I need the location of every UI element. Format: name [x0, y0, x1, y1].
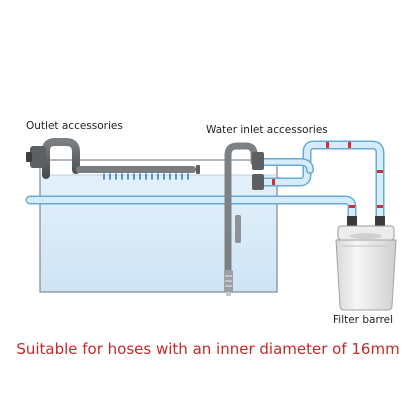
spray-jets [103, 173, 189, 180]
barrel-body [335, 239, 397, 311]
tank-glass [39, 159, 278, 293]
outlet-accessories-label: Outlet accessories [26, 120, 123, 132]
outlet-accessory [26, 138, 200, 179]
outlet-connector [30, 146, 46, 168]
inlet-connector [252, 152, 264, 170]
water-inlet-accessories-label: Water inlet accessories [206, 124, 328, 136]
tank-water [40, 175, 277, 292]
filter-barrel-label: Filter barrel [333, 314, 394, 326]
inlet-hose [257, 140, 385, 227]
spray-bar [76, 166, 196, 173]
aquarium-tank [39, 159, 278, 293]
filter-barrel [335, 216, 397, 311]
hose-clips [272, 142, 383, 208]
hose-diameter-caption: Suitable for hoses with an inner diamete… [16, 340, 400, 358]
inlet-accessory [224, 142, 264, 296]
